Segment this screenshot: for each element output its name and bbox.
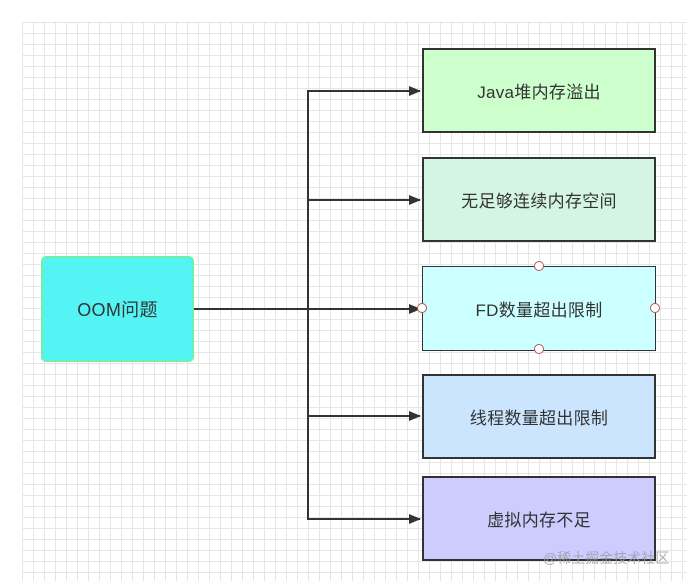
child-node-label: 线程数量超出限制 <box>469 409 609 428</box>
child-node-java-heap-overflow[interactable]: Java堆内存溢出 <box>422 48 656 133</box>
child-node-virtual-memory-insufficient[interactable]: 虚拟内存不足 <box>422 476 656 561</box>
child-node-no-contiguous-memory[interactable]: 无足够连续内存空间 <box>422 157 656 242</box>
child-node-label: 虚拟内存不足 <box>487 511 591 530</box>
resize-handle-bottom[interactable] <box>534 344 544 354</box>
connector-to-virtual-memory[interactable] <box>194 308 421 524</box>
resize-handle-right[interactable] <box>650 303 660 313</box>
resize-handle-left[interactable] <box>417 303 427 313</box>
resize-handle-top[interactable] <box>534 261 544 271</box>
child-node-fd-limit-exceeded[interactable]: FD数量超出限制 <box>422 266 656 351</box>
watermark-text: @稀土掘金技术社区 <box>543 550 670 566</box>
child-node-label: Java堆内存溢出 <box>477 83 601 102</box>
connector-to-contiguous-memory[interactable] <box>194 195 421 310</box>
root-node-oom[interactable]: OOM问题 <box>41 256 194 362</box>
child-node-label: 无足够连续内存空间 <box>461 192 617 211</box>
child-node-thread-limit-exceeded[interactable]: 线程数量超出限制 <box>422 374 656 459</box>
root-node-label: OOM问题 <box>77 300 158 320</box>
child-node-label: FD数量超出限制 <box>475 301 603 320</box>
